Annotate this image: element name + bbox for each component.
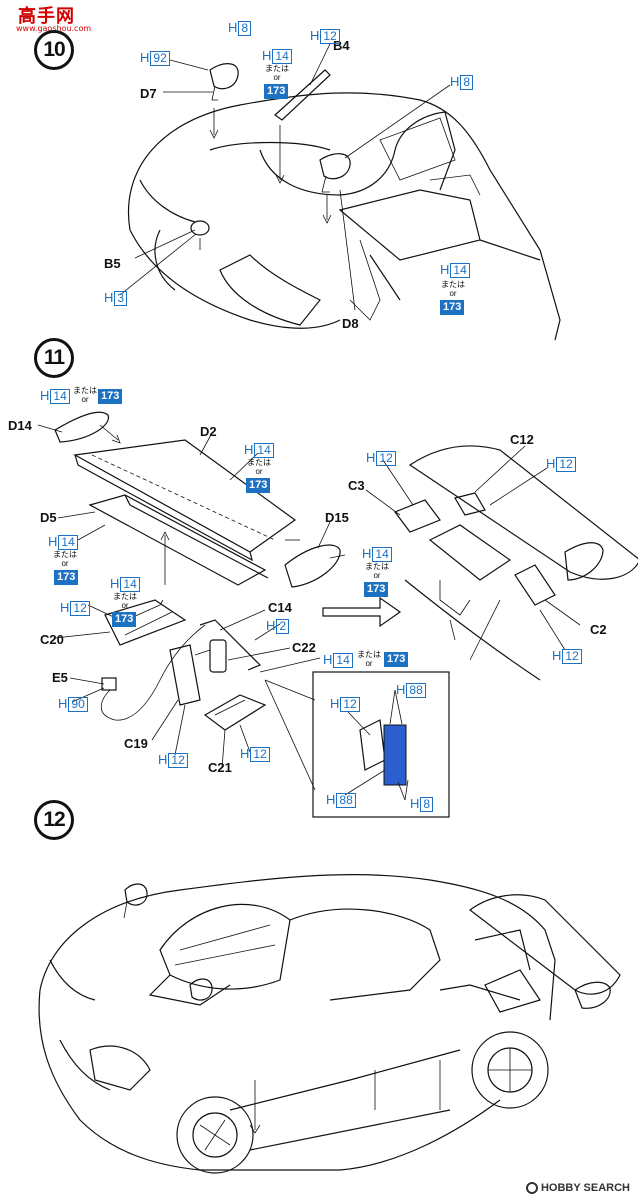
step-11-badge: 11 bbox=[34, 338, 74, 378]
step-12-badge: 12 bbox=[34, 800, 74, 840]
watermark-cn: 高手网 bbox=[18, 6, 75, 27]
part-b4: B4 bbox=[333, 38, 350, 53]
part-c12: C12 bbox=[510, 432, 534, 447]
tag-173-right: 173 bbox=[440, 300, 465, 315]
part-c14: C14 bbox=[268, 600, 292, 615]
part-c2: C2 bbox=[590, 622, 607, 637]
step12-car-body bbox=[38, 873, 621, 1174]
tag-173-d14: 173 bbox=[98, 389, 123, 404]
part-b5: B5 bbox=[104, 256, 121, 271]
watermark-url: www.gaoshou.com bbox=[16, 24, 92, 33]
part-d14: D14 bbox=[8, 418, 32, 433]
tag-173-mirror: 173 bbox=[264, 84, 289, 99]
hobby-search-footer: HOBBY SEARCH bbox=[525, 1182, 630, 1194]
part-c19: C19 bbox=[124, 736, 148, 751]
part-c21: C21 bbox=[208, 760, 232, 775]
tag-173-c22: 173 bbox=[384, 652, 409, 667]
part-c3: C3 bbox=[348, 478, 365, 493]
tag-173-d15: 173 bbox=[364, 582, 389, 597]
part-d15: D15 bbox=[325, 510, 349, 525]
part-c20: C20 bbox=[40, 632, 64, 647]
hobby-search-logo-icon bbox=[525, 1182, 538, 1194]
tag-173-stay: 173 bbox=[112, 612, 137, 627]
part-d5: D5 bbox=[40, 510, 57, 525]
part-d8: D8 bbox=[342, 316, 359, 331]
watermark-logo: 高手网 www.gaoshou.com bbox=[6, 2, 102, 36]
step11-wing-assembly bbox=[37, 411, 638, 818]
part-c22: C22 bbox=[292, 640, 316, 655]
tag-173-d2: 173 bbox=[246, 478, 271, 493]
part-d7: D7 bbox=[140, 86, 157, 101]
part-d2: D2 bbox=[200, 424, 217, 439]
step10-car-body bbox=[119, 43, 561, 341]
tag-173-d5: 173 bbox=[54, 570, 79, 585]
step-10-badge: 10 bbox=[34, 30, 74, 70]
part-e5: E5 bbox=[52, 670, 68, 685]
